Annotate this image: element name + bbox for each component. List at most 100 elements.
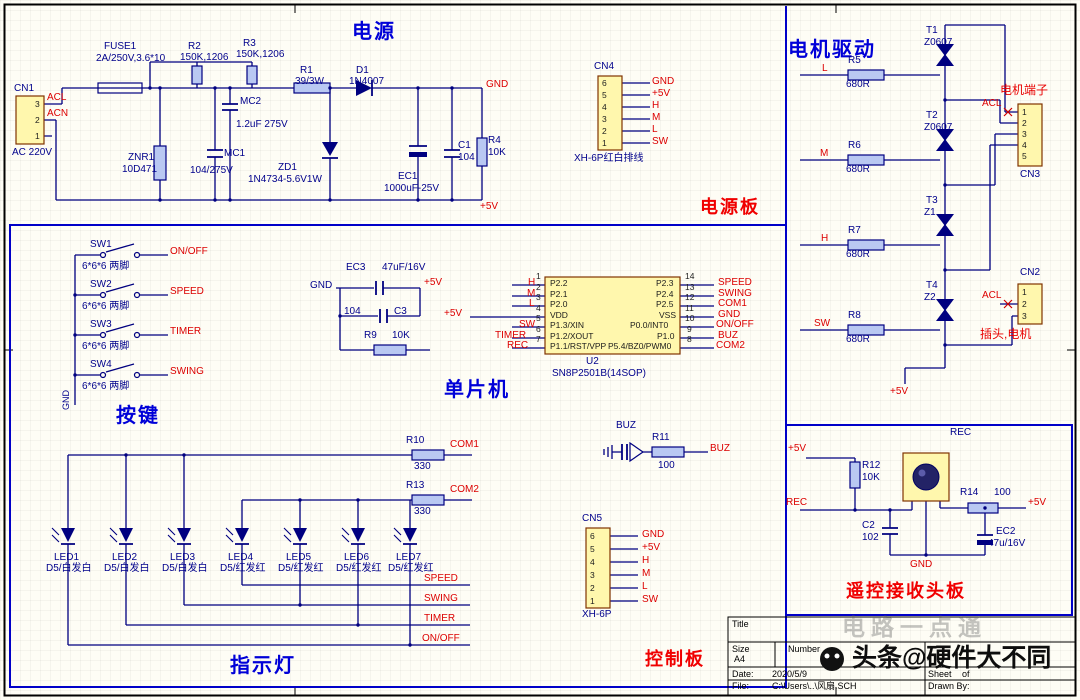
power-label: 1.2uF 275V: [236, 119, 288, 130]
mcu-label: 13: [685, 282, 695, 292]
mcu-label: P5.4/BZ0/PWM0: [608, 341, 672, 351]
mcu-label: M: [527, 288, 536, 299]
mcu-label: P1.0: [657, 331, 675, 341]
ir-receiver-designator: REC: [950, 427, 972, 438]
cn4-label: 2: [602, 126, 607, 136]
mcu-label: 10K: [392, 330, 410, 341]
power-label: 150K,1206: [236, 49, 285, 60]
motor-label: T2: [926, 110, 938, 121]
titleblock-size-label: Size: [732, 644, 750, 654]
buzzer-designator: BUZ: [616, 420, 636, 431]
power-label: 10K: [488, 147, 506, 158]
net-acn: ACN: [47, 108, 69, 119]
cn5-body: [585, 527, 611, 609]
indicators-label: D5/白发白: [104, 563, 150, 574]
power-label: R1: [300, 65, 313, 76]
u2-mcu-body: [544, 276, 681, 355]
remote-label: 47u/16V: [988, 538, 1026, 549]
cn5-label: H: [642, 555, 650, 566]
znr1-body: [153, 145, 167, 181]
power-label: 3: [35, 99, 40, 109]
power-label: EC1: [398, 171, 418, 182]
watermark-faint: 电路一点通: [842, 614, 987, 640]
remote-label: +5V: [1028, 497, 1047, 508]
indicators-label: D5/红发红: [336, 563, 382, 574]
indicators-label: D5/红发红: [278, 563, 324, 574]
motor-label: Z0607: [924, 37, 953, 48]
keys-label: 6*6*6 两脚: [82, 381, 130, 392]
remote-label: +5V: [788, 443, 807, 454]
titleblock-title-label: Title: [732, 619, 749, 629]
part-bodies: [15, 75, 1043, 609]
remote-label: 102: [862, 532, 879, 543]
power-label: R3: [243, 38, 256, 49]
keys-label: TIMER: [170, 326, 202, 337]
power-label: 104/275V: [190, 165, 233, 176]
motor-label: R8: [848, 310, 861, 321]
cn4-body: [597, 75, 623, 151]
remote-label: C2: [862, 520, 875, 531]
r9-body: [373, 344, 407, 356]
motor-label: SW: [814, 318, 831, 329]
buzzer-icon: [629, 441, 645, 463]
mcu-label: P0.0/INT0: [630, 320, 669, 330]
cn4-label: 3: [602, 114, 607, 124]
r8-body: [847, 324, 885, 336]
mcu-label: 5: [536, 313, 541, 323]
cn4-label: L: [652, 124, 658, 135]
cn5-label: GND: [642, 529, 665, 540]
motor-label: T4: [926, 280, 938, 291]
indicators-label: D5/白发白: [162, 563, 208, 574]
mcu-section-title: 单片机: [444, 379, 510, 401]
motor-label: 680R: [846, 334, 870, 345]
mcu-label: 14: [685, 271, 695, 281]
cn5-label: 3: [590, 570, 595, 580]
mcu-label: SWING: [718, 288, 752, 299]
watermark-toutiao: 头条@硬件大不同: [852, 644, 1052, 672]
remote-label: EC2: [996, 526, 1016, 537]
motor-label: 2: [1022, 118, 1027, 128]
ec2-polar-plate: [977, 540, 993, 545]
indicators-label: LED5: [286, 552, 312, 563]
titleblock-number-label: Number: [788, 644, 821, 654]
mcu-label: SPEED: [718, 277, 752, 288]
u2-part-number: SN8P2501B(14SOP): [552, 368, 646, 379]
mcu-label: H: [528, 277, 536, 288]
titleblock-size-value: A4: [734, 654, 746, 664]
mcu-label: 1: [536, 271, 541, 281]
mcu-label: R9: [364, 330, 377, 341]
no-erc-crosses: [1003, 107, 1013, 309]
mcu-label: REC: [507, 340, 529, 351]
mcu-label: P2.5: [656, 299, 674, 309]
motor-label: 1: [1022, 107, 1027, 117]
cn4-label: +5V: [652, 88, 671, 99]
motor-label: 1: [1022, 287, 1027, 297]
titleblock-label: of: [962, 669, 970, 679]
power-label: R2: [188, 41, 201, 52]
resistor-bodies: [97, 65, 999, 514]
cn4-label: 1: [602, 138, 607, 148]
mcu-label: P2.3: [656, 278, 674, 288]
cn5-label: 5: [590, 544, 595, 554]
mcu-label: +5V: [424, 277, 443, 288]
indicators-label: R13: [406, 480, 425, 491]
mcu-label: GND: [310, 280, 333, 291]
motor-label: ACL: [982, 290, 1002, 301]
motor-label: H: [821, 233, 829, 244]
cn4-label: 6: [602, 78, 607, 88]
indicators-label: D5/红发红: [388, 563, 434, 574]
indicators-label: LED2: [112, 552, 138, 563]
power-label: 2A/250V,3.6*10: [96, 53, 166, 64]
indicators-label: D5/白发白: [46, 563, 92, 574]
cn5-label: L: [642, 581, 648, 592]
mcu-label: EC3: [346, 262, 366, 273]
toutiao-logo-icon: [820, 647, 844, 671]
titleblock-drawnby-label: Drawn By:: [928, 681, 970, 691]
cn5-label: 1: [590, 596, 595, 606]
keys-label: SWING: [170, 366, 204, 377]
mcu-label: 7: [536, 334, 541, 344]
ac220v-label: AC 220V: [12, 147, 53, 158]
motor-label: R7: [848, 225, 861, 236]
